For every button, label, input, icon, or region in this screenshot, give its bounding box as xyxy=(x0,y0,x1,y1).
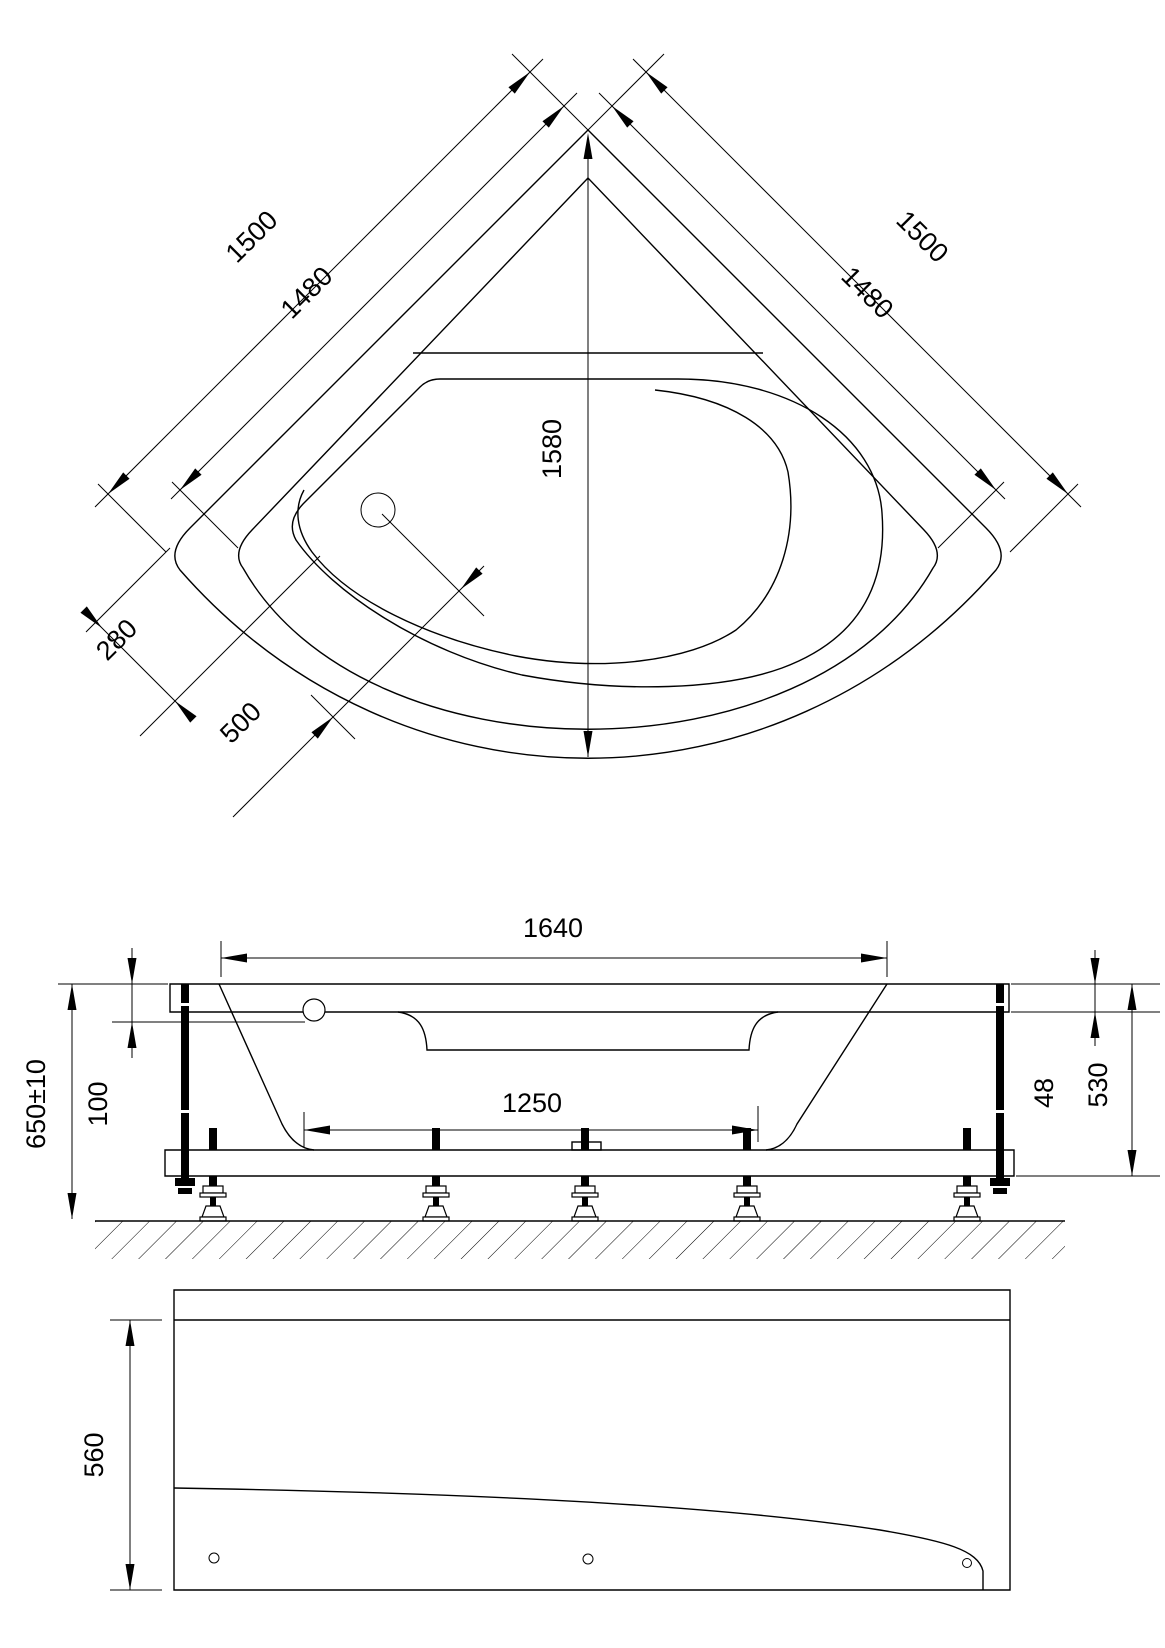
foot xyxy=(422,1128,450,1222)
wall-bracket-right xyxy=(990,984,1010,1194)
dim-label-100: 100 xyxy=(83,1081,113,1126)
rim-band xyxy=(169,983,1010,1013)
front-panel-view: 560 xyxy=(79,1289,1011,1591)
top-view-arrows xyxy=(80,68,1072,757)
support-frame xyxy=(164,1149,1015,1177)
top-view: 1500 1480 1500 1480 1580 280 500 xyxy=(80,53,1082,818)
dim-label-500: 500 xyxy=(214,696,267,749)
panel-edge-curve xyxy=(173,1487,984,1590)
inner-rim-edge xyxy=(397,1011,779,1051)
foot xyxy=(571,1128,599,1222)
dim-label-1250: 1250 xyxy=(502,1088,562,1118)
top-view-witness-lines xyxy=(85,53,1079,740)
dim-label-1500-left: 1500 xyxy=(220,205,284,269)
ground-hatch xyxy=(95,1220,1065,1259)
tub-basin-outline xyxy=(291,378,884,688)
dim-label-280: 280 xyxy=(90,613,143,666)
foot xyxy=(199,1128,227,1222)
dim-label-1480-right: 1480 xyxy=(836,261,900,325)
dim-label-1480-left: 1480 xyxy=(275,261,339,325)
panel-view-witness-lines xyxy=(110,1319,162,1591)
dim-label-48: 48 xyxy=(1029,1078,1059,1108)
front-view-witness-lines xyxy=(58,941,1160,1177)
dim-label-1580: 1580 xyxy=(537,419,567,479)
tub-outer-outline xyxy=(174,129,1002,759)
drain-hole xyxy=(360,492,396,528)
right-wall-slope xyxy=(765,983,888,1151)
panel-hole xyxy=(208,1552,220,1564)
top-view-dimension-lines xyxy=(87,58,1082,818)
adjustable-feet xyxy=(199,1128,981,1222)
panel-hole xyxy=(962,1558,972,1568)
overflow-hole xyxy=(302,998,326,1022)
left-wall-slope xyxy=(218,983,315,1151)
dim-label-650: 650±10 xyxy=(21,1059,51,1149)
panel-outline xyxy=(173,1289,1011,1591)
foot xyxy=(733,1128,761,1222)
wall-bracket-left xyxy=(175,984,195,1194)
front-view-dimension-lines xyxy=(71,948,1133,1219)
front-view-arrows xyxy=(67,953,1137,1219)
tub-floor-contour xyxy=(297,389,792,665)
dim-label-560: 560 xyxy=(79,1432,109,1477)
foot xyxy=(953,1128,981,1222)
dim-label-530: 530 xyxy=(1083,1062,1113,1107)
dim-label-1640: 1640 xyxy=(523,913,583,943)
panel-hole xyxy=(582,1553,594,1565)
front-elevation-view: 1640 100 650±10 1250 48 530 xyxy=(21,913,1160,1259)
dim-label-1500-right: 1500 xyxy=(891,205,955,269)
